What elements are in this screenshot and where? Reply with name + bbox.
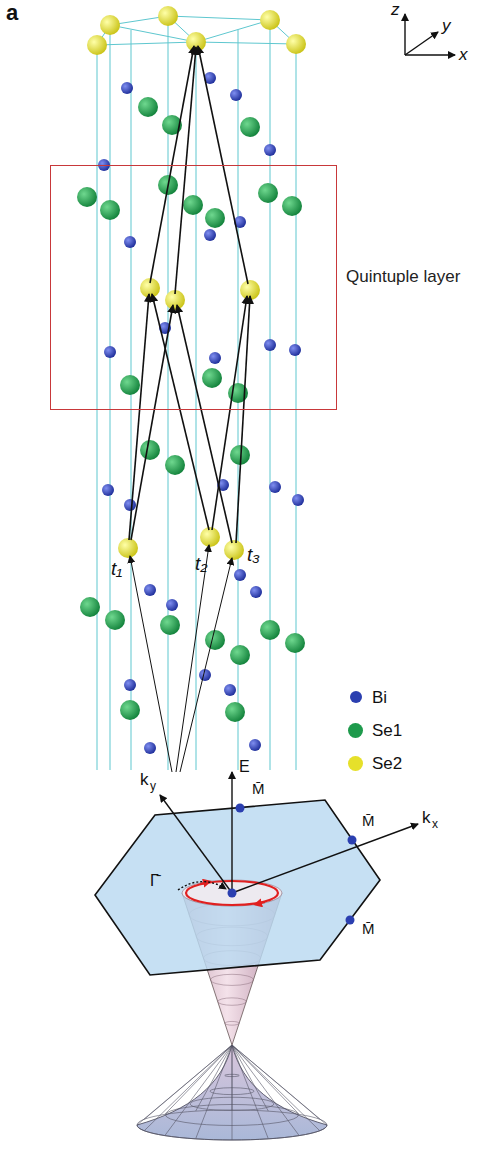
axis-label: z bbox=[391, 0, 400, 20]
panel-letter: a bbox=[6, 0, 18, 25]
axis-label: k bbox=[422, 808, 431, 828]
mesh-line bbox=[232, 1045, 233, 1110]
axis-label: E bbox=[239, 758, 250, 776]
legend-text: Bi bbox=[372, 688, 387, 708]
atom bbox=[121, 82, 133, 94]
atom bbox=[80, 597, 100, 617]
point-label: Γ̄ bbox=[150, 872, 159, 890]
mesh-line bbox=[232, 1045, 320, 1119]
atom bbox=[224, 684, 236, 696]
atom bbox=[269, 481, 281, 493]
atom bbox=[120, 700, 140, 720]
atom bbox=[249, 739, 261, 751]
mesh-line bbox=[225, 1021, 239, 1025]
atom bbox=[200, 527, 220, 547]
atom bbox=[230, 645, 250, 665]
axis-label: k bbox=[140, 770, 149, 790]
mesh-line bbox=[137, 1045, 232, 1125]
mesh-line bbox=[232, 1045, 268, 1111]
atom bbox=[204, 229, 216, 241]
atom bbox=[138, 97, 158, 117]
atom bbox=[120, 375, 140, 395]
mesh-line bbox=[232, 1045, 299, 1136]
atom bbox=[77, 187, 97, 207]
atom bbox=[224, 540, 244, 560]
vector-label: t₁ bbox=[111, 558, 122, 580]
legend-swatch bbox=[350, 691, 362, 703]
point-label: M̄ bbox=[362, 812, 375, 829]
atom bbox=[282, 196, 302, 216]
atom bbox=[286, 34, 306, 54]
axis-label: y bbox=[442, 16, 451, 36]
atom bbox=[264, 144, 276, 156]
legend-text: Se1 bbox=[372, 721, 402, 741]
atom bbox=[124, 499, 136, 511]
atom bbox=[100, 200, 120, 220]
atom bbox=[105, 610, 125, 630]
atom bbox=[158, 6, 178, 26]
mesh-line bbox=[144, 1045, 232, 1119]
atom bbox=[144, 584, 156, 596]
atom bbox=[124, 679, 136, 691]
mesh-line bbox=[144, 1045, 232, 1131]
legend-swatch bbox=[348, 723, 363, 738]
mesh-line bbox=[232, 1045, 233, 1140]
atom bbox=[260, 620, 280, 640]
legend-text: Se2 bbox=[372, 754, 402, 774]
axis-subscript: y bbox=[150, 780, 156, 794]
mesh-line bbox=[218, 998, 247, 1005]
atom bbox=[100, 15, 120, 35]
point-label: M̄ bbox=[362, 920, 375, 937]
box-label: Quintuple layer bbox=[346, 266, 471, 287]
mesh-line bbox=[211, 974, 254, 985]
atom bbox=[104, 346, 116, 358]
atom bbox=[240, 117, 260, 137]
point-label: M̄ bbox=[252, 780, 265, 797]
atom bbox=[144, 742, 156, 754]
atom bbox=[264, 339, 276, 351]
mesh-line bbox=[165, 1045, 232, 1114]
atom bbox=[87, 35, 107, 55]
vector-label: t₂ bbox=[195, 553, 208, 575]
mesh-line bbox=[232, 1045, 268, 1139]
legend-swatch bbox=[348, 756, 363, 771]
axis-subscript: x bbox=[432, 818, 438, 832]
atom bbox=[250, 586, 262, 598]
vector-label: t₃ bbox=[247, 544, 260, 566]
atom bbox=[165, 455, 185, 475]
mesh-line bbox=[232, 1045, 299, 1114]
atom bbox=[205, 630, 225, 650]
layer-box: Quintuple layer bbox=[50, 165, 337, 410]
atom bbox=[234, 569, 246, 581]
atom bbox=[166, 599, 178, 611]
atom bbox=[205, 208, 225, 228]
atom bbox=[258, 183, 278, 203]
atom bbox=[160, 615, 180, 635]
atom bbox=[225, 702, 245, 722]
atom bbox=[209, 352, 221, 364]
mesh-line bbox=[196, 1045, 232, 1111]
mesh-line bbox=[232, 1045, 327, 1125]
mesh-line bbox=[165, 1045, 232, 1136]
atom bbox=[289, 344, 301, 356]
atom bbox=[140, 440, 160, 460]
atom bbox=[183, 195, 203, 215]
atom bbox=[202, 368, 222, 388]
axis-label: x bbox=[459, 45, 468, 65]
atom bbox=[260, 10, 280, 30]
atom bbox=[118, 538, 138, 558]
atom bbox=[285, 633, 305, 653]
atom bbox=[102, 484, 114, 496]
atom bbox=[292, 494, 304, 506]
atom bbox=[124, 236, 136, 248]
mesh-line bbox=[232, 1045, 320, 1131]
mesh-line bbox=[196, 1045, 232, 1139]
atom bbox=[230, 89, 242, 101]
